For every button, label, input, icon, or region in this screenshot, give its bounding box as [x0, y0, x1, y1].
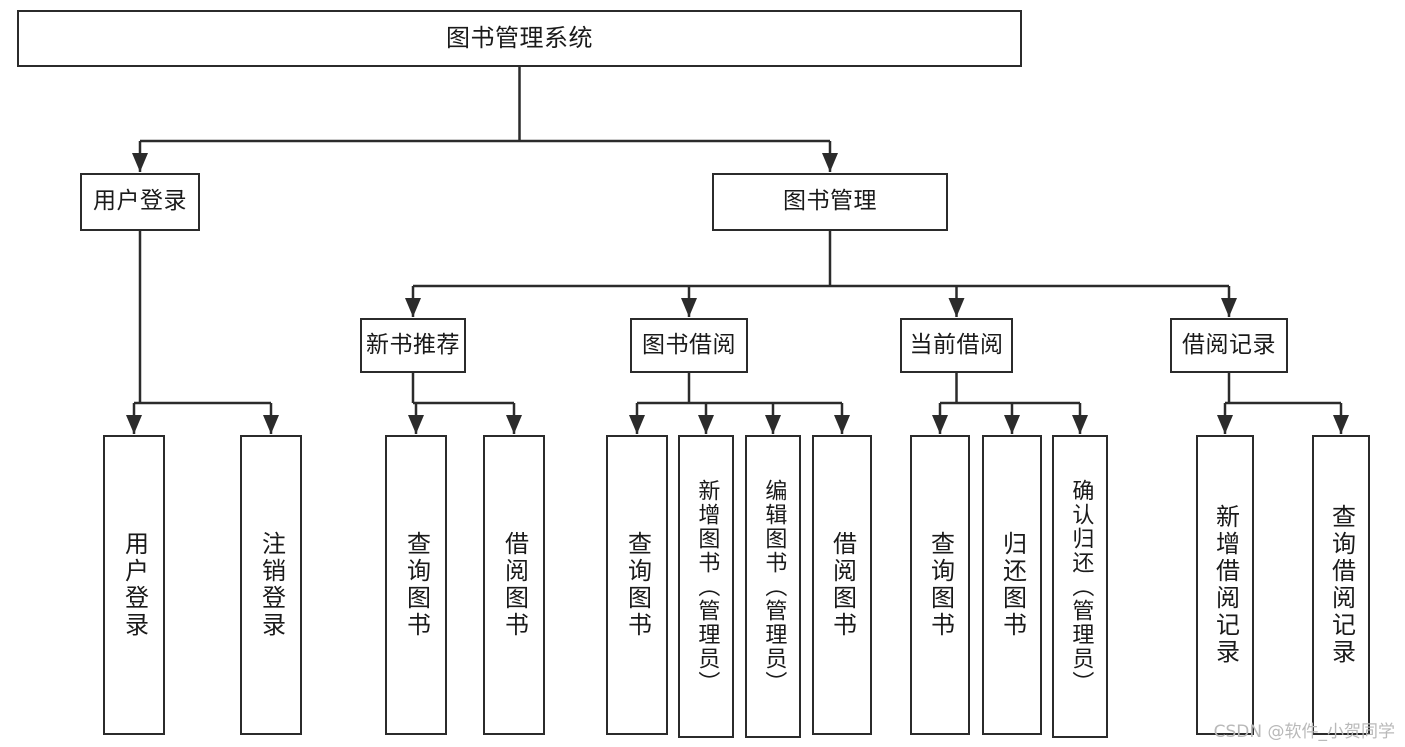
- node-label: 编辑图书（管理员）: [761, 478, 787, 695]
- node-leaf-user-logout[interactable]: 注销登录: [240, 435, 302, 735]
- node-leaf-return-book[interactable]: 归还图书: [982, 435, 1042, 735]
- node-label: 归还图书: [998, 531, 1027, 639]
- arrowhead: [132, 153, 148, 172]
- node-label: 图书管理: [783, 188, 877, 215]
- node-label: 注销登录: [257, 531, 286, 639]
- node-label: 新增图书（管理员）: [694, 478, 720, 695]
- node-label: 新书推荐: [366, 331, 460, 358]
- node-user-login[interactable]: 用户登录: [80, 173, 200, 231]
- arrowhead: [126, 415, 142, 434]
- arrowhead: [629, 415, 645, 434]
- node-label: 查询借阅记录: [1327, 504, 1356, 666]
- node-label: 确认归还（管理员）: [1068, 478, 1094, 695]
- node-label: 图书借阅: [642, 331, 736, 358]
- node-label: 用户登录: [120, 531, 149, 639]
- node-leaf-query-book-1[interactable]: 查询图书: [385, 435, 447, 735]
- node-book-manage[interactable]: 图书管理: [712, 173, 948, 231]
- node-leaf-query-book-3[interactable]: 查询图书: [910, 435, 970, 735]
- node-current-borrow[interactable]: 当前借阅: [900, 318, 1013, 373]
- arrowhead: [1072, 415, 1088, 434]
- arrowhead: [834, 415, 850, 434]
- arrowhead: [408, 415, 424, 434]
- node-label: 查询图书: [926, 531, 955, 639]
- arrowhead: [1333, 415, 1349, 434]
- arrowhead: [1004, 415, 1020, 434]
- node-leaf-query-record[interactable]: 查询借阅记录: [1312, 435, 1370, 735]
- arrowhead: [263, 415, 279, 434]
- arrowhead: [822, 153, 838, 172]
- node-leaf-add-record[interactable]: 新增借阅记录: [1196, 435, 1254, 735]
- node-label: 用户登录: [93, 188, 187, 215]
- node-leaf-borrow-book-1[interactable]: 借阅图书: [483, 435, 545, 735]
- node-label: 当前借阅: [909, 331, 1004, 358]
- arrowhead: [506, 415, 522, 434]
- watermark: CSDN @软件_小贺同学: [1213, 722, 1395, 742]
- node-root[interactable]: 图书管理系统: [17, 10, 1022, 67]
- node-label: 借阅记录: [1182, 331, 1276, 358]
- node-new-book-rec[interactable]: 新书推荐: [360, 318, 466, 373]
- node-leaf-borrow-book-2[interactable]: 借阅图书: [812, 435, 872, 735]
- node-leaf-user-login[interactable]: 用户登录: [103, 435, 165, 735]
- arrowhead: [765, 415, 781, 434]
- arrowhead: [932, 415, 948, 434]
- node-borrow-record[interactable]: 借阅记录: [1170, 318, 1288, 373]
- node-book-borrow[interactable]: 图书借阅: [630, 318, 748, 373]
- node-label: 图书管理系统: [446, 24, 593, 53]
- arrowhead: [948, 298, 965, 317]
- node-label: 借阅图书: [828, 531, 857, 639]
- node-label: 查询图书: [623, 531, 652, 639]
- arrowhead: [405, 298, 421, 317]
- arrowhead: [1217, 415, 1233, 434]
- node-leaf-confirm-return[interactable]: 确认归还（管理员）: [1052, 435, 1108, 738]
- arrowhead: [1221, 298, 1237, 317]
- arrowhead: [681, 298, 697, 317]
- node-label: 查询图书: [402, 531, 431, 639]
- node-label: 新增借阅记录: [1211, 504, 1240, 666]
- node-leaf-add-book[interactable]: 新增图书（管理员）: [678, 435, 734, 738]
- node-leaf-query-book-2[interactable]: 查询图书: [606, 435, 668, 735]
- node-leaf-edit-book[interactable]: 编辑图书（管理员）: [745, 435, 801, 738]
- node-label: 借阅图书: [500, 531, 529, 639]
- arrowhead: [698, 415, 714, 434]
